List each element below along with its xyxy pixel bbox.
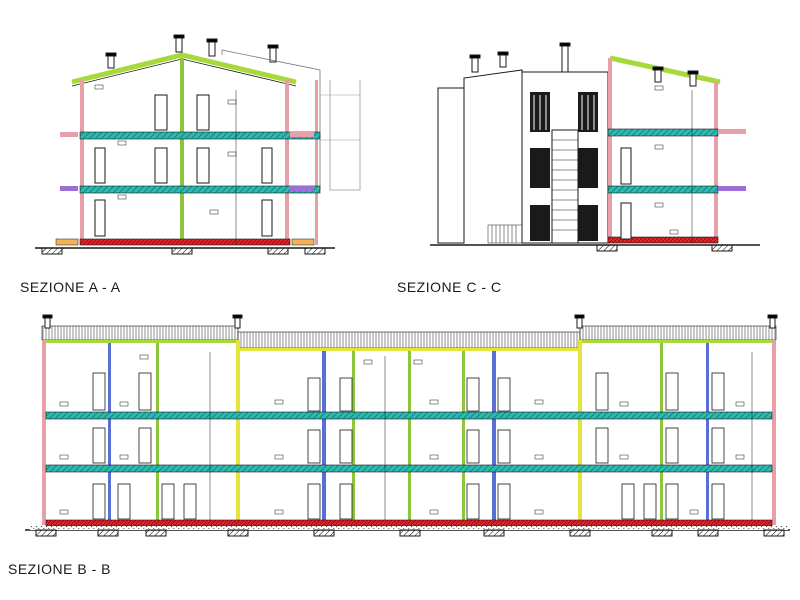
section-b-b-drawing bbox=[25, 314, 790, 537]
section-b-b-caption: SEZIONE B - B bbox=[8, 561, 111, 577]
section-a-a-drawing bbox=[35, 34, 361, 255]
section-a-a-caption: SEZIONE A - A bbox=[20, 279, 121, 295]
section-c-c-drawing bbox=[430, 42, 760, 252]
section-c-c-caption: SEZIONE C - C bbox=[397, 279, 502, 295]
